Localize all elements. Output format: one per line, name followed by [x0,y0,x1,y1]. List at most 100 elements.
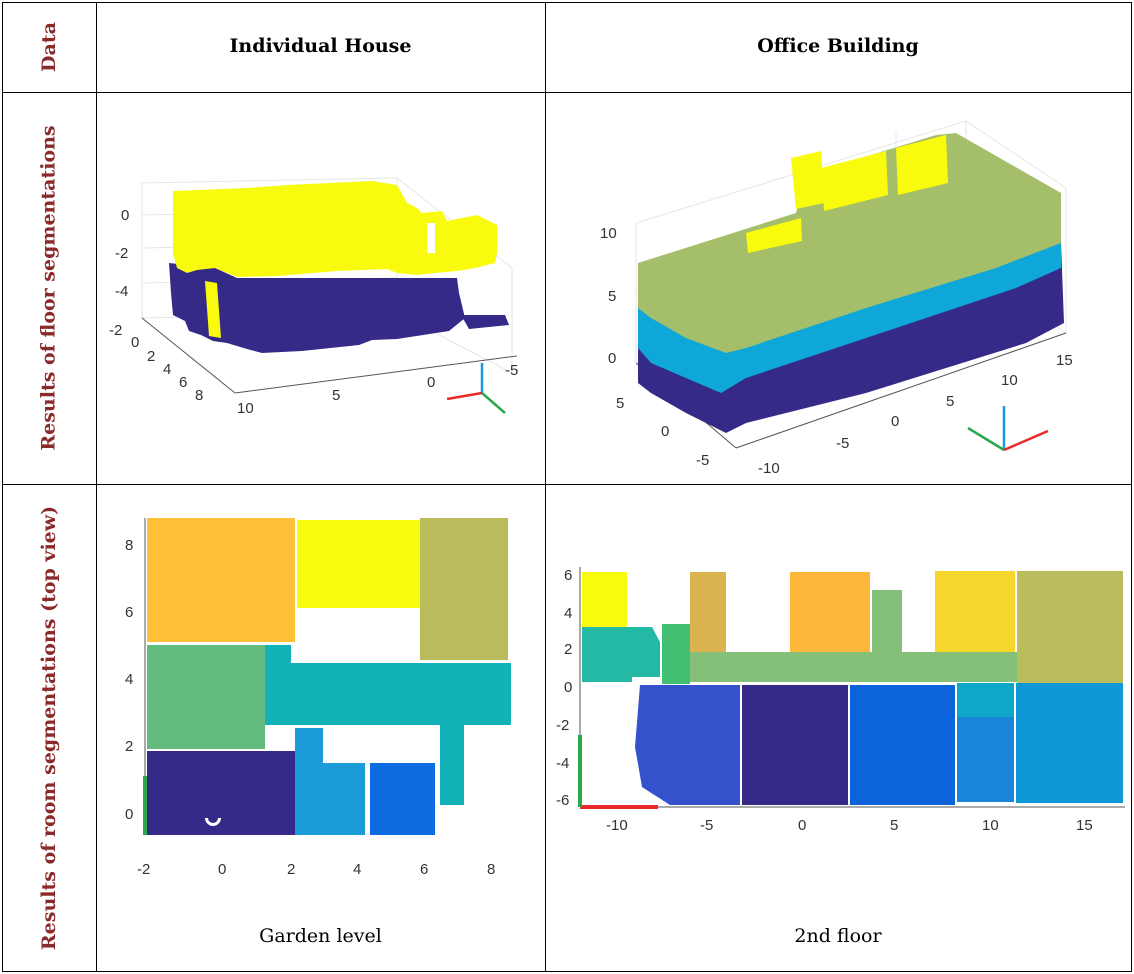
office-room-figure: 6 4 2 0 -2 -4 -6 -10 -5 0 5 10 15 [556,567,1125,834]
room [582,627,632,682]
tick-label: 6 [125,604,133,621]
room [957,717,1014,802]
office-floor-x-ticks: 5 0 -5 [616,395,709,469]
room [1016,683,1123,803]
room [291,663,511,725]
tick-label: 10 [1001,372,1018,389]
tick-label: 5 [946,393,954,410]
room [440,725,464,805]
room [147,518,295,642]
tick-label: -5 [505,362,518,379]
gizmo-x-axis [446,391,483,401]
row-header-room-label: Results of room segmentations (top view) [38,505,60,950]
tick-label: -6 [556,792,569,809]
house-room-x-axis: -2 0 2 4 6 8 [137,861,495,878]
tick-label: -4 [115,283,128,300]
room [935,571,1015,653]
room [420,518,508,660]
house-floor-z-ticks: 0 -2 -4 [115,207,129,300]
room [582,572,627,632]
tick-label: 5 [332,387,340,404]
tick-label: -2 [137,861,150,878]
room [295,728,323,835]
room [147,645,265,749]
row-header-room: Results of room segmentations (top view) [2,484,96,971]
house-room-plot-area [143,518,511,835]
tick-label: -10 [606,817,628,834]
room [265,645,291,725]
row-header-floor-label: Results of floor segmentations [38,125,61,451]
room [323,763,365,835]
tick-label: 15 [1076,817,1093,834]
tick-label: 0 [661,423,669,440]
house-floor-upper-level [173,181,497,338]
office-floor-figure: 10 5 0 5 0 -5 -10 -5 0 5 10 15 [600,120,1073,477]
tick-label: 0 [427,374,435,391]
tick-label: 2 [125,738,133,755]
tick-label: 2 [147,348,155,365]
tick-label: -2 [109,322,122,339]
gizmo-y-axis [967,426,1005,452]
tick-label: 15 [1056,352,1073,369]
tick-label: 0 [131,334,139,351]
gizmo-y-axis [481,392,506,414]
office-room-y-ticks: 6 4 2 0 -2 -4 -6 [556,567,572,809]
tick-label: 0 [798,817,806,834]
room [632,627,660,677]
tick-label: 0 [891,413,899,430]
room [690,572,726,652]
house-floor-lower-level [169,263,509,353]
room [635,685,740,805]
caption-house: Garden level [259,925,382,947]
tick-label: 5 [890,817,898,834]
room [957,683,1014,717]
tick-label: 4 [163,361,171,378]
tick-label: -4 [556,755,569,772]
tick-label: 4 [353,861,361,878]
house-floor-axis-gizmo [446,363,506,414]
house-floor-axes [141,317,518,394]
tick-label: -2 [556,717,569,734]
office-room-x-ticks: -10 -5 0 5 10 15 [606,817,1093,834]
tick-label: 10 [982,817,999,834]
room [690,652,1017,682]
col-header-office: Office Building [757,35,919,57]
tick-label: 5 [616,395,624,412]
tick-label: 0 [121,207,129,224]
room [297,520,420,608]
tick-label: 6 [564,567,572,584]
office-floor-y-ticks: -10 -5 0 5 10 15 [758,352,1073,477]
office-floor-level-3 [638,133,1061,353]
tick-label: 6 [420,861,428,878]
house-floor-figure: 0 -2 -4 -2 0 2 4 6 8 10 5 0 -5 [109,177,518,417]
row-header-data: Data [2,2,96,92]
tick-label: -2 [115,245,128,262]
room [872,590,902,655]
room [850,685,955,805]
tick-label: -5 [696,452,709,469]
tick-label: 8 [487,861,495,878]
tick-label: 8 [125,537,133,554]
office-floor-z-ticks: 10 5 0 [600,225,617,367]
room [662,624,690,684]
office-room-plot-area [578,567,1125,809]
col-header-house: Individual House [229,35,412,57]
tick-label: 4 [564,605,572,622]
tick-label: 0 [218,861,226,878]
tick-label: 0 [564,679,572,696]
room [742,685,848,805]
row-header-data-label: Data [38,22,60,72]
house-floor-y-ticks: 10 5 0 -5 [237,362,518,417]
house-floor-x-ticks: -2 0 2 4 6 8 [109,322,203,404]
tick-label: 2 [564,641,572,658]
room [147,751,297,835]
row-header-floor: Results of floor segmentations [2,92,96,484]
tick-label: -5 [700,817,713,834]
tick-label: 10 [237,400,254,417]
tick-label: 10 [600,225,617,242]
tick-label: 2 [287,861,295,878]
room [1017,571,1123,683]
house-room-y-ticks: 8 6 4 2 0 [125,537,133,823]
office-floor-axis-gizmo [967,406,1049,452]
room [370,763,435,835]
